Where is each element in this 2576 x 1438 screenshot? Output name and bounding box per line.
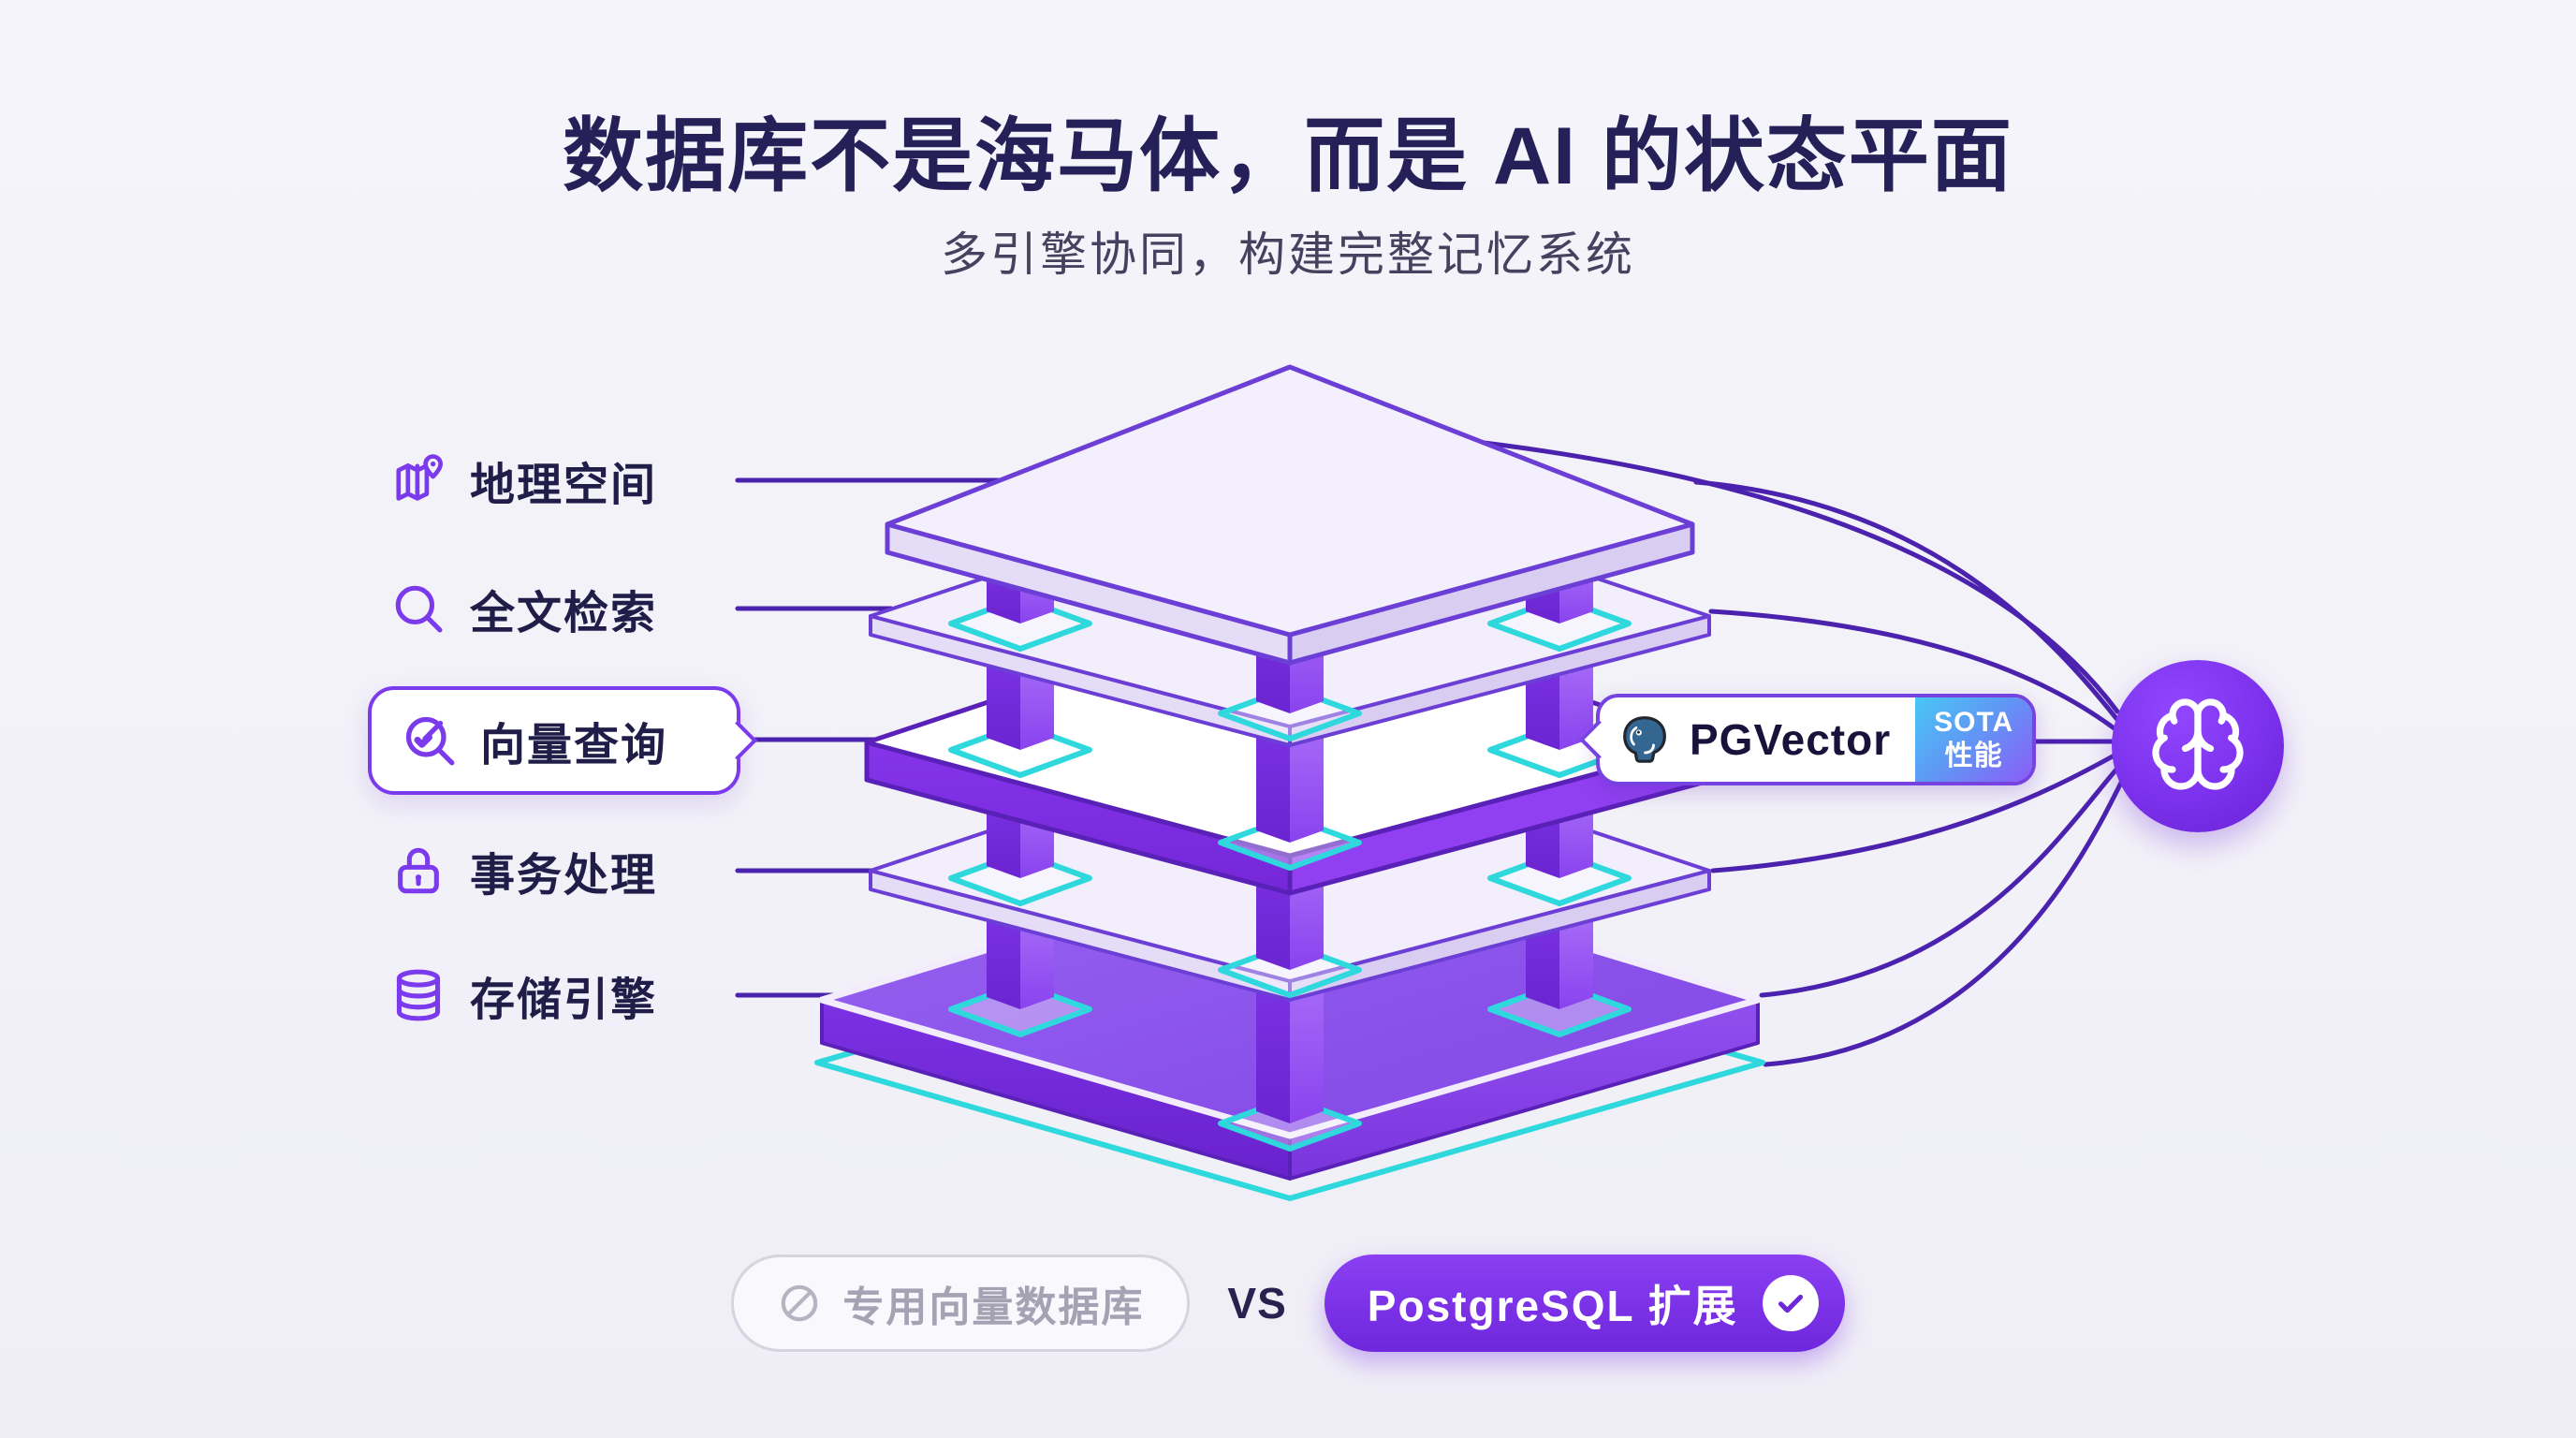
feature-label: 向量查询 bbox=[480, 721, 668, 770]
postgresql-extension-label: PostgreSQL 扩展 bbox=[1367, 1282, 1738, 1330]
page-title: 数据库不是海马体，而是 AI 的状态平面 bbox=[563, 111, 2013, 201]
chip-line-2: 性能 bbox=[1944, 741, 2003, 771]
lock-icon bbox=[391, 844, 446, 898]
pgvector-badge: PGVector SOTA 性能 bbox=[1578, 694, 2037, 785]
pgvector-badge-body: PGVector bbox=[1600, 697, 1915, 782]
dedicated-vector-db-pill: 专用向量数据库 bbox=[731, 1255, 1191, 1352]
chip-line-1: SOTA bbox=[1934, 707, 2014, 738]
comparison-row: 专用向量数据库 VS PostgreSQL 扩展 bbox=[0, 1255, 2576, 1352]
feature-label: 存储引擎 bbox=[470, 976, 658, 1025]
page-subtitle: 多引擎协同，构建完整记忆系统 bbox=[941, 228, 1635, 281]
feature-label: 事务处理 bbox=[470, 851, 658, 901]
sota-performance-chip: SOTA 性能 bbox=[1915, 697, 2033, 782]
dedicated-vector-db-label: 专用向量数据库 bbox=[842, 1284, 1145, 1330]
pgvector-name: PGVector bbox=[1690, 715, 1892, 764]
check-circle-icon bbox=[1762, 1275, 1819, 1331]
layer-geospatial bbox=[885, 364, 1695, 666]
postgresql-extension-pill: PostgreSQL 扩展 bbox=[1324, 1255, 1845, 1352]
feature-label: 地理空间 bbox=[470, 461, 658, 510]
vector-search-icon bbox=[402, 712, 458, 769]
ban-icon bbox=[777, 1281, 822, 1326]
pillars-gap4 bbox=[948, 913, 1632, 1152]
feature-label: 全文检索 bbox=[470, 589, 658, 638]
feature-geospatial: 地理空间 bbox=[391, 453, 657, 510]
ai-brain-node bbox=[2112, 660, 2284, 832]
feature-fulltext: 全文检索 bbox=[391, 581, 657, 638]
postgresql-elephant-icon bbox=[1615, 710, 1675, 770]
map-pin-icon bbox=[391, 453, 446, 507]
brain-icon bbox=[2147, 694, 2248, 800]
brain-connector-curves bbox=[1457, 437, 2128, 1067]
feature-storage: 存储引擎 bbox=[391, 968, 657, 1025]
database-icon bbox=[391, 968, 446, 1022]
feature-transactions: 事务处理 bbox=[391, 844, 657, 901]
feature-vector-query-bubble: 向量查询 bbox=[368, 686, 758, 795]
versus-label: VS bbox=[1227, 1279, 1287, 1328]
search-icon bbox=[391, 581, 446, 636]
feature-connector-lines bbox=[735, 477, 1044, 998]
